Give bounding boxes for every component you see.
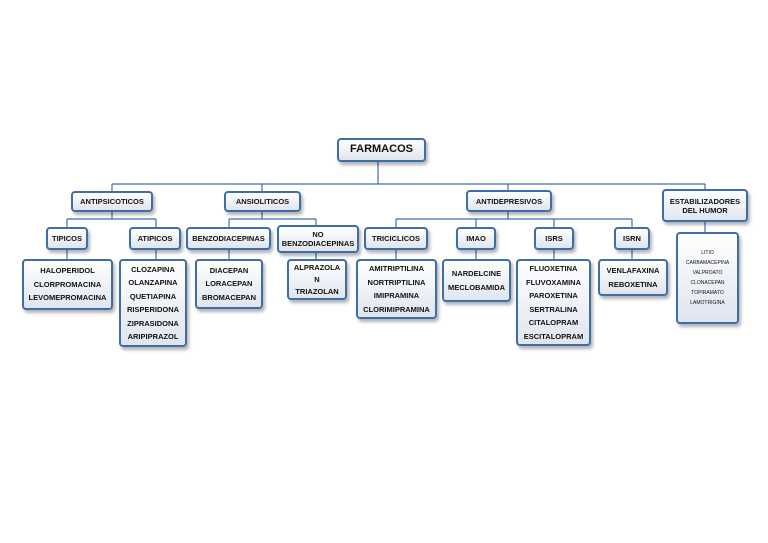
subgroup-label-line: NO (312, 230, 324, 239)
drug-list-benzodiacepinas: DIACEPAN LORACEPAN BROMACEPAN (195, 259, 263, 309)
subgroup-imao: IMAO (456, 227, 496, 250)
drug-item: ESCITALOPRAM (523, 331, 584, 341)
drug-item: MECLOBAMIDA (447, 282, 506, 292)
drug-list-no-benzodiacepinas: ALPRAZOLA N TRIAZOLAN (287, 259, 347, 300)
drug-item: LITIO (701, 250, 714, 256)
root-node: FARMACOS (337, 138, 426, 162)
drug-item: CLORIMIPRAMINA (363, 304, 430, 314)
drug-item: OLANZAPINA (128, 278, 178, 287)
category-estabilizadores: ESTABILIZADORES DEL HUMOR (662, 189, 748, 222)
drug-item: RISPERIDONA (126, 305, 180, 314)
drug-item: AMITRIPTILINA (369, 264, 424, 273)
subgroup-triciclicos: TRICICLICOS (364, 227, 428, 250)
drug-list-triciclicos: AMITRIPTILINA NORTRIPTILINA IMIPRAMINA C… (356, 259, 437, 319)
drug-item: TRIAZOLAN (295, 286, 339, 296)
drug-item: LEVOMEPROMACINA (28, 293, 107, 303)
subgroup-atipicos: ATIPICOS (129, 227, 181, 250)
subgroup-benzodiacepinas: BENZODIACEPINAS (186, 227, 271, 250)
root-label: FARMACOS (350, 143, 413, 156)
drug-item: IMIPRAMINA (373, 291, 420, 300)
drug-item: N (314, 274, 320, 284)
drug-item: TOPIRAMATO (691, 290, 724, 296)
drug-item: FLUVOXAMINA (526, 277, 581, 287)
category-label: ANTIDEPRESIVOS (475, 196, 543, 206)
category-antidepresivos: ANTIDEPRESIVOS (466, 190, 552, 212)
subgroup-label: ISRN (623, 234, 641, 243)
subgroup-isrs: ISRS (534, 227, 574, 250)
drug-item: DIACEPAN (209, 265, 249, 275)
drug-item: VENLAFAXINA (606, 266, 660, 275)
subgroup-no-benzodiacepinas: NO BENZODIACEPINAS (277, 225, 359, 253)
drug-item: NORTRIPTILINA (367, 277, 426, 287)
drug-item: FLUOXETINA (529, 264, 578, 273)
drug-item: SERTRALINA (529, 304, 578, 314)
drug-item: BROMACEPAN (201, 292, 257, 302)
drug-list-tipicos: HALOPERIDOL CLORPROMACINA LEVOMEPROMACIN… (22, 259, 113, 310)
drug-item: HALOPERIDOL (40, 266, 95, 276)
subgroup-label: ISRS (545, 234, 563, 243)
subgroup-label: IMAO (466, 234, 486, 243)
subgroup-tipicos: TIPICOS (46, 227, 88, 250)
subgroup-label: TRICICLICOS (372, 234, 420, 243)
drug-item: REBOXETINA (608, 279, 658, 289)
drug-item: CLONACEPAN (690, 280, 725, 286)
drug-item: CLORPROMACINA (33, 279, 102, 289)
drug-list-estabilizadores: LITIO CARBAMACEPINA VALPROATO CLONACEPAN… (676, 232, 739, 324)
category-antipsicoticos: ANTIPSICOTICOS (71, 191, 153, 212)
drug-list-isrn: VENLAFAXINA REBOXETINA (598, 259, 668, 296)
subgroup-label-line: BENZODIACEPINAS (281, 239, 355, 248)
drug-item: LORACEPAN (205, 279, 253, 289)
drug-item: ALPRAZOLA (293, 262, 341, 272)
drug-item: ARIPIPRAZOL (127, 332, 179, 341)
drug-list-atipicos: CLOZAPINA OLANZAPINA QUETIAPINA RISPERID… (119, 259, 187, 347)
drug-list-isrs: FLUOXETINA FLUVOXAMINA PAROXETINA SERTRA… (516, 259, 591, 346)
drug-item: VALPROATO (692, 270, 723, 276)
category-label-line: DEL HUMOR (682, 205, 728, 215)
category-label: ANTIPSICOTICOS (80, 197, 144, 206)
subgroup-isrn: ISRN (614, 227, 650, 250)
subgroup-label: BENZODIACEPINAS (192, 234, 265, 243)
drug-item: CLOZAPINA (131, 264, 175, 274)
drug-item: NARDELCINE (451, 269, 502, 278)
category-label: ANSIOLITICOS (235, 197, 290, 206)
drug-list-imao: NARDELCINE MECLOBAMIDA (442, 259, 511, 302)
drug-item: CITALOPRAM (528, 318, 579, 327)
drug-item: PAROXETINA (529, 291, 578, 300)
subgroup-label: ATIPICOS (137, 234, 173, 243)
subgroup-label: TIPICOS (51, 234, 82, 243)
category-ansioliticos: ANSIOLITICOS (224, 191, 301, 212)
drug-item: ZIPRASIDONA (127, 318, 179, 328)
drug-item: QUETIAPINA (129, 291, 177, 301)
category-label-line: ESTABILIZADORES (669, 196, 741, 206)
drug-item: LAMOTRIGINA (690, 300, 725, 306)
drug-item: CARBAMACEPINA (685, 260, 730, 266)
